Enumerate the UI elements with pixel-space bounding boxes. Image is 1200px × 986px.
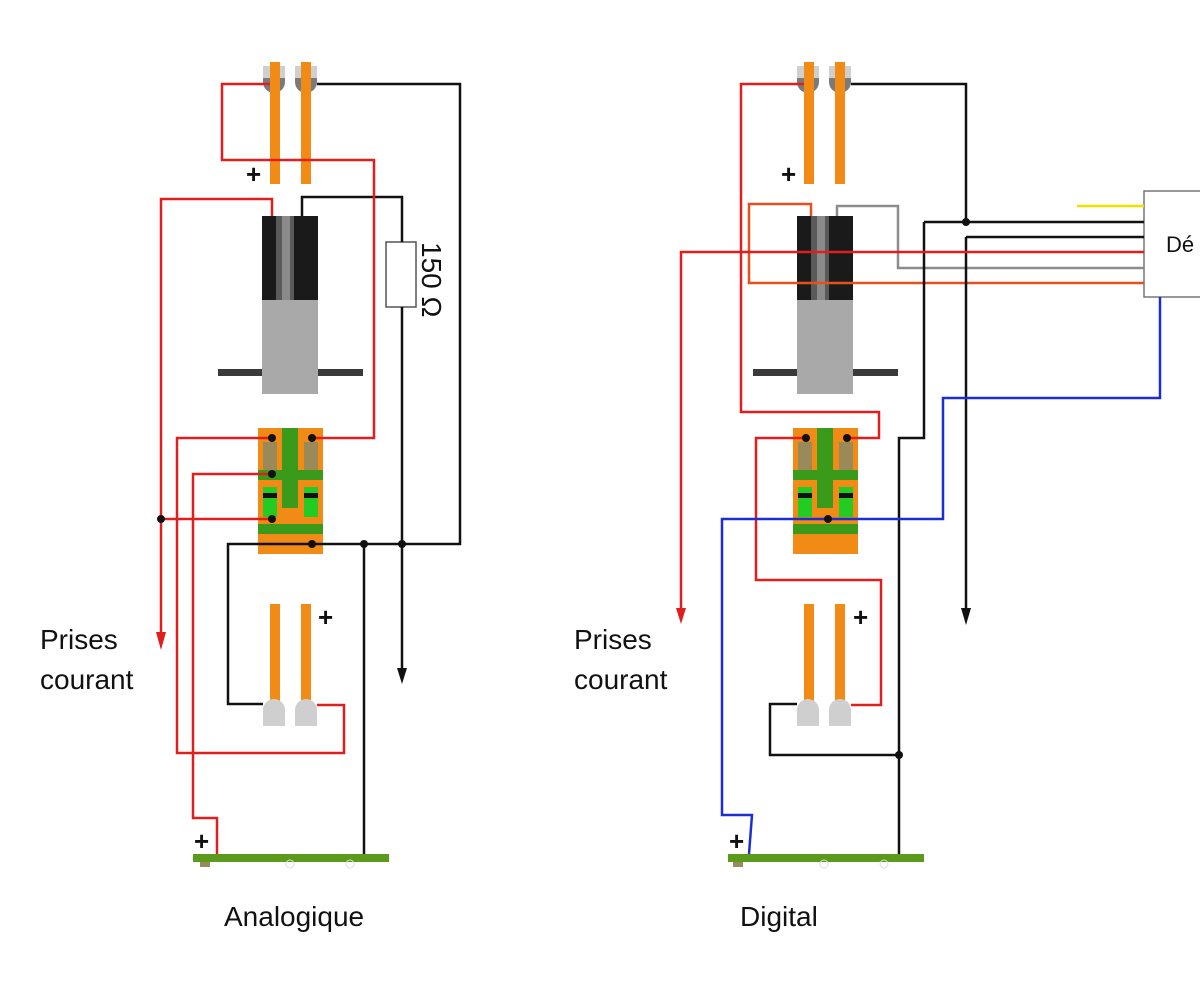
right-caption: Digital: [740, 901, 818, 932]
right-black-arrow: [961, 608, 971, 625]
right-top-plus: +: [781, 159, 796, 189]
right-gray-wire: [835, 204, 1144, 270]
left-top-rail-contacts: [263, 62, 317, 184]
left-motor: [218, 216, 363, 394]
left-pcb: [193, 854, 389, 869]
left-black-wires: [226, 82, 462, 854]
right-orange-wire: [747, 202, 1144, 285]
right-blue-wire: [720, 297, 1162, 855]
left-bottom-plus: +: [318, 602, 333, 632]
right-bottom-rail-contacts: [797, 604, 851, 726]
left-panel: + 150 Ω: [40, 62, 462, 932]
right-panel: + Dé: [574, 62, 1200, 932]
right-switch-block: [793, 428, 858, 554]
right-outlet-label-line1: Prises: [574, 624, 652, 655]
left-resistor: 150 Ω: [385, 241, 447, 317]
right-red-wires: [679, 82, 1144, 707]
right-outlet-label-line2: courant: [574, 664, 668, 695]
left-red-arrow: [156, 632, 166, 650]
left-black-arrow: [397, 668, 407, 684]
right-bottom-plus: +: [853, 602, 868, 632]
right-red-arrow: [676, 608, 686, 624]
left-outlet-label-line2: courant: [40, 664, 134, 695]
right-black-wires: [768, 82, 1144, 854]
right-motor: [753, 216, 898, 394]
left-red-wires: [159, 82, 376, 854]
right-top-rail-contacts: [797, 62, 851, 184]
resistor-label: 150 Ω: [416, 242, 447, 317]
left-caption: Analogique: [224, 901, 364, 932]
right-pcb-plus: +: [729, 826, 744, 856]
left-junctions: [157, 434, 406, 548]
right-junctions: [802, 218, 970, 759]
decoder-box: Dé: [1143, 190, 1200, 298]
left-pcb-plus: +: [194, 826, 209, 856]
left-bottom-rail-contacts: [263, 604, 317, 726]
decoder-label: Dé: [1166, 232, 1194, 257]
left-outlet-label-line1: Prises: [40, 624, 118, 655]
left-switch-block: [258, 428, 323, 554]
right-pcb: [728, 854, 924, 869]
left-top-plus: +: [246, 159, 261, 189]
